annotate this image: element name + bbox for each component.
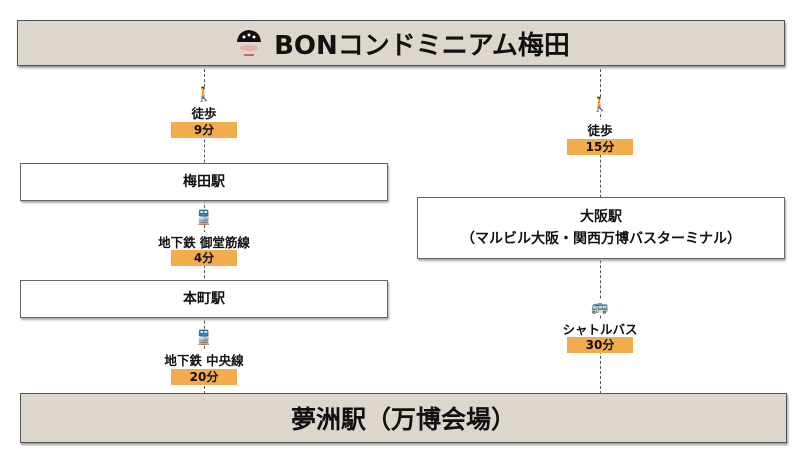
station-subname: （マルビル大阪・関西万博バスターミナル）	[461, 231, 741, 247]
left-step3-time: 20分	[171, 369, 237, 385]
right-step2-mode: シャトルバス	[562, 319, 638, 338]
station-name: 本町駅	[183, 291, 225, 307]
train-icon: 🚆	[195, 210, 213, 226]
destination-title: 夢洲駅（万博会場）	[290, 405, 516, 434]
bon-logo-icon	[237, 30, 262, 56]
walk-icon: 🚶	[591, 97, 609, 113]
bus-icon: 🚌	[591, 299, 609, 315]
right-step1-mode: 徒歩	[587, 120, 613, 139]
station-hommachi: 本町駅	[20, 280, 388, 318]
origin-header: BONコンドミニアム梅田	[17, 20, 785, 66]
right-step1-time: 15分	[567, 139, 633, 155]
station-umeda: 梅田駅	[20, 163, 388, 201]
left-step2-time: 4分	[171, 250, 237, 266]
left-step1-mode: 徒歩	[191, 103, 217, 122]
right-step2-time: 30分	[567, 337, 633, 353]
walk-icon: 🚶	[195, 87, 213, 103]
destination-footer: 夢洲駅（万博会場）	[20, 393, 787, 443]
station-name: 大阪駅	[580, 209, 622, 225]
train-icon: 🚆	[195, 330, 213, 346]
left-step2-mode: 地下鉄 御堂筋線	[158, 232, 250, 251]
station-name: 梅田駅	[183, 174, 225, 190]
left-step1-time: 9分	[171, 122, 237, 138]
left-step3-mode: 地下鉄 中央線	[164, 350, 244, 369]
origin-title: BONコンドミニアム梅田	[274, 30, 570, 61]
station-osaka: 大阪駅 （マルビル大阪・関西万博バスターミナル）	[417, 197, 785, 259]
left-route-line	[204, 64, 205, 394]
